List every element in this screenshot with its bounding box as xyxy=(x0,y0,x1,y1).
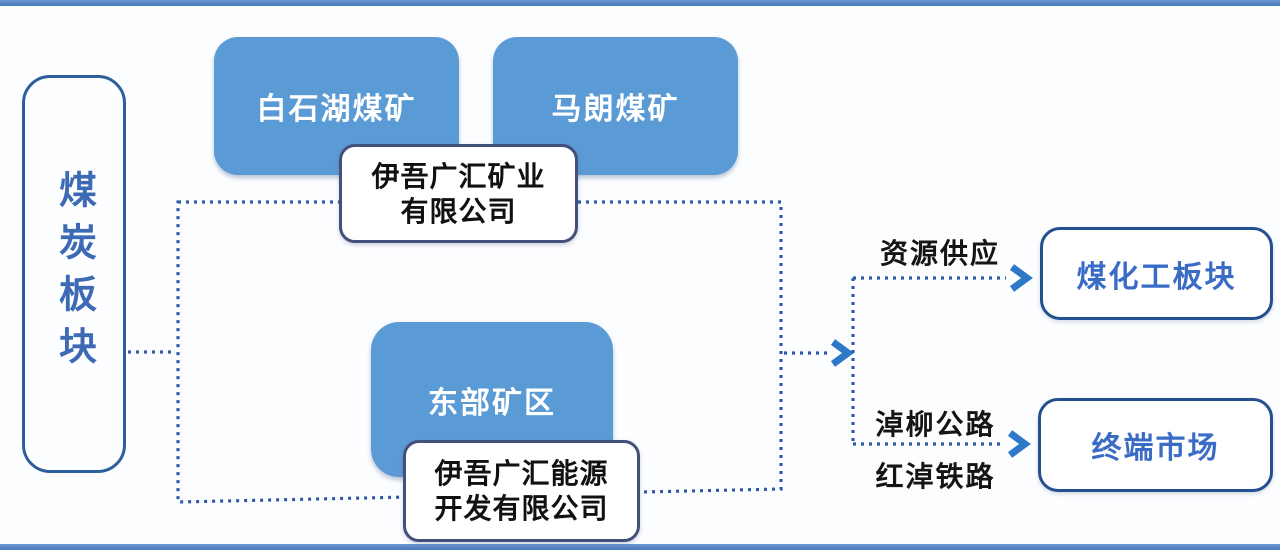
naoliu-highway-label: 淖柳公路 xyxy=(875,409,996,440)
market-branch-arrowhead-icon xyxy=(1007,430,1031,458)
terminal-market-label: 终端市场 xyxy=(1091,432,1220,465)
malang-mine-label: 马朗煤矿 xyxy=(551,93,680,126)
main-output-arrowhead-icon xyxy=(830,339,854,367)
top-border-bar xyxy=(0,0,1280,6)
resource-supply-label: 资源供应 xyxy=(879,238,1000,269)
mining-company-name-line2: 有限公司 xyxy=(400,195,517,227)
coal-group-dotted-rectangle xyxy=(176,200,783,504)
baishihu-mine-label: 白石湖煤矿 xyxy=(256,93,417,126)
coal-chemical-sector-label: 煤化工板块 xyxy=(1076,260,1237,294)
coal-chemical-sector-box: 煤化工板块 xyxy=(1040,227,1273,320)
terminal-market-box: 终端市场 xyxy=(1038,398,1273,492)
hongnao-railway-label: 红淖铁路 xyxy=(875,461,996,492)
eastern-mining-area-label: 东部矿区 xyxy=(428,386,556,420)
energy-company-box: 伊吾广汇能源 开发有限公司 xyxy=(403,440,640,542)
energy-company-name-line1: 伊吾广汇能源 xyxy=(434,458,609,489)
mining-company-box: 伊吾广汇矿业 有限公司 xyxy=(339,144,578,243)
supply-branch-arrowhead-icon xyxy=(1009,264,1033,292)
coal-sector-label: 煤炭板块 xyxy=(52,170,95,378)
energy-company-name-line2: 开发有限公司 xyxy=(434,493,609,524)
mining-company-name-line1: 伊吾广汇矿业 xyxy=(371,160,546,192)
coal-sector-box: 煤炭板块 xyxy=(22,75,126,473)
bottom-border-bar xyxy=(0,544,1280,550)
